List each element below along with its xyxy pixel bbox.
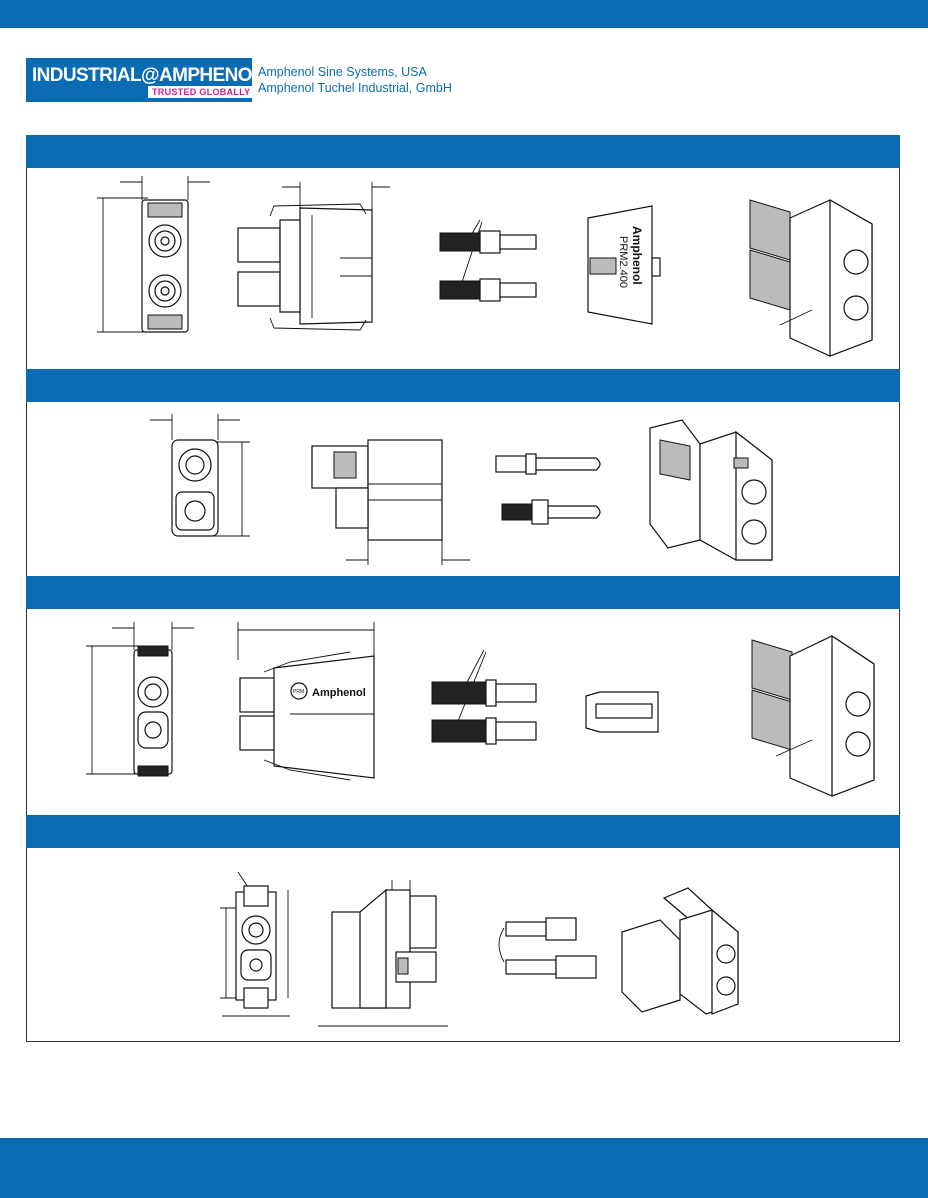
section-header-band-3 <box>26 576 900 609</box>
brand-label-vertical: Amphenol <box>630 226 644 285</box>
top-color-bar <box>0 0 928 28</box>
section-header-band-2 <box>26 369 900 402</box>
row3-isometric-connector-drawing <box>751 634 875 797</box>
row1-front-view-drawing <box>97 176 210 333</box>
row4-isometric-connector-drawing <box>621 887 739 1015</box>
row4-side-view-drawing <box>318 880 448 1027</box>
row2-side-view-drawing <box>311 439 470 565</box>
row2-contacts-drawing <box>495 453 601 525</box>
industrial-amphenol-logo: INDUSTRIAL@AMPHENOL TRUSTED GLOBALLY <box>26 58 264 102</box>
row2-isometric-connector-drawing <box>649 419 773 561</box>
row1-isometric-connector-drawing <box>749 198 873 357</box>
row3-coding-key-drawing <box>585 691 659 733</box>
row3-contacts-drawing <box>431 649 537 745</box>
section-header-band-4 <box>26 815 900 848</box>
brand-badge-label: PRM <box>293 689 304 695</box>
brand-label-horizontal: Amphenol <box>312 687 366 699</box>
row4-front-view-drawing <box>220 871 290 1017</box>
logo-wordmark: INDUSTRIAL@AMPHENOL <box>32 65 264 86</box>
row3-side-view-drawing: PRM Amphenol <box>237 622 375 781</box>
row4-contacts-drawing <box>498 917 597 979</box>
part-number-label-vertical: PRM2.400 <box>617 236 629 288</box>
logo-tagline: TRUSTED GLOBALLY <box>148 86 255 98</box>
row1-side-view-drawing <box>237 182 390 331</box>
row2-front-view-drawing <box>150 414 250 537</box>
row1-labeled-housing-drawing: Amphenol PRM2.400 <box>587 205 661 325</box>
bottom-color-bar <box>0 1138 928 1198</box>
company-name-usa: Amphenol Sine Systems, USA <box>258 65 427 79</box>
company-name-gmbh: Amphenol Tuchel Industrial, GmbH <box>258 81 452 95</box>
row1-contacts-drawing <box>439 219 537 302</box>
row3-front-view-drawing <box>86 622 194 777</box>
section-header-band-1 <box>26 135 900 168</box>
